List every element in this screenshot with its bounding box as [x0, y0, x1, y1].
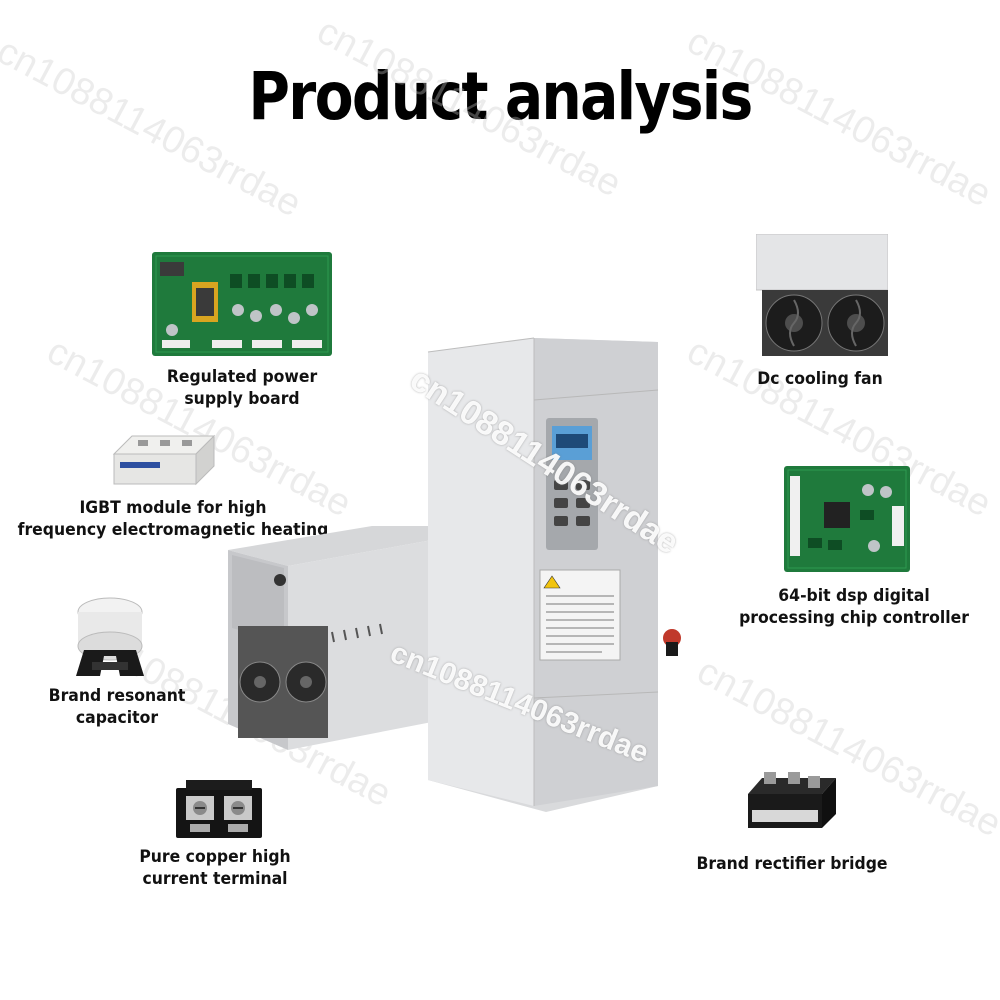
label-line: 64-bit dsp digital [778, 586, 930, 606]
power-board-image [152, 252, 332, 361]
dsp-image [784, 466, 910, 577]
label-line: IGBT module for high [79, 498, 267, 518]
label-line: supply board [184, 389, 300, 409]
terminal-block-icon [176, 780, 262, 838]
capacitor-icon [76, 597, 144, 676]
cooling-box [228, 526, 432, 750]
inverter-cabinet [427, 337, 681, 812]
label-line: Brand resonant [48, 686, 186, 706]
label-line: current terminal [142, 869, 288, 889]
controller-board-icon [784, 466, 910, 572]
fan-image [755, 233, 889, 363]
terminal-label: Pure copper high current terminal [118, 846, 311, 890]
label-line: processing chip controller [739, 608, 969, 628]
capacitor-label: Brand resonant capacitor [31, 685, 202, 729]
igbt-label: IGBT module for high frequency electroma… [14, 497, 332, 541]
terminal-image [176, 780, 262, 847]
dsp-label: 64-bit dsp digital processing chip contr… [727, 585, 981, 629]
igbt-module-icon [112, 434, 216, 486]
label-line: Pure copper high [139, 847, 291, 867]
page-title: Product analysis [248, 58, 753, 135]
rectifier-label: Brand rectifier bridge [696, 854, 888, 874]
power-board-label: Regulated power supply board [148, 366, 336, 410]
watermark: cn1088114063rrdae [690, 650, 1000, 846]
label-line: Regulated power [166, 367, 318, 387]
capacitor-image [70, 594, 166, 685]
label-line: frequency electromagnetic heating [17, 520, 329, 540]
fan-label: Dc cooling fan [757, 369, 883, 389]
cooling-fan-icon [755, 233, 889, 356]
label-line: capacitor [75, 708, 159, 728]
rectifier-bridge-icon [748, 772, 836, 828]
rectifier-image [742, 772, 838, 839]
igbt-image [108, 428, 220, 497]
main-product-image [222, 330, 682, 825]
circuit-board-icon [152, 252, 332, 356]
